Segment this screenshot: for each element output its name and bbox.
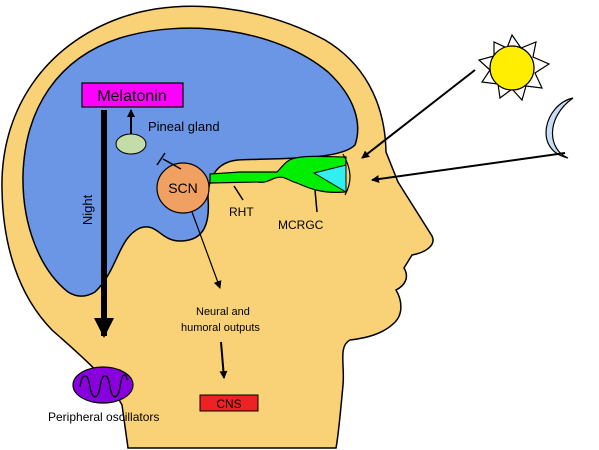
pineal-gland-label: Pineal gland	[148, 119, 220, 134]
oscillator-wave	[79, 374, 128, 398]
scn-to-outputs-arrow	[191, 211, 222, 289]
lens	[312, 164, 347, 193]
melatonin-box	[81, 82, 184, 108]
moon-light-arrow	[371, 152, 566, 183]
rht-label: RHT	[229, 205, 254, 219]
scn-inhibition-line	[162, 158, 182, 170]
optic-pathway	[209, 155, 347, 193]
cns-label: CNS	[216, 397, 241, 411]
rht-pointer	[233, 185, 244, 201]
neural-outputs-label-line2: humoral outputs	[181, 322, 260, 334]
scn-label: SCN	[168, 180, 198, 196]
sun-light-arrow	[361, 69, 476, 159]
night-label: Night	[80, 194, 95, 225]
mcrgc-pointer	[314, 189, 318, 213]
peripheral-oscillators-label: Peripheral oscillators	[48, 410, 159, 424]
moon-icon	[545, 97, 574, 159]
melatonin-label: Melatonin	[97, 88, 166, 105]
mcrgc-label: MCRGC	[278, 218, 324, 232]
eye-front-curve	[342, 153, 351, 196]
inhibition-bar	[156, 152, 166, 166]
outputs-to-cns-arrow	[219, 341, 228, 379]
pineal-gland	[115, 133, 147, 155]
sun-icon	[477, 33, 551, 102]
scn-nucleus	[156, 162, 210, 214]
oscillator-icon	[72, 366, 134, 404]
cns-box	[199, 394, 259, 412]
neural-outputs-label-line1: Neural and	[196, 306, 250, 318]
